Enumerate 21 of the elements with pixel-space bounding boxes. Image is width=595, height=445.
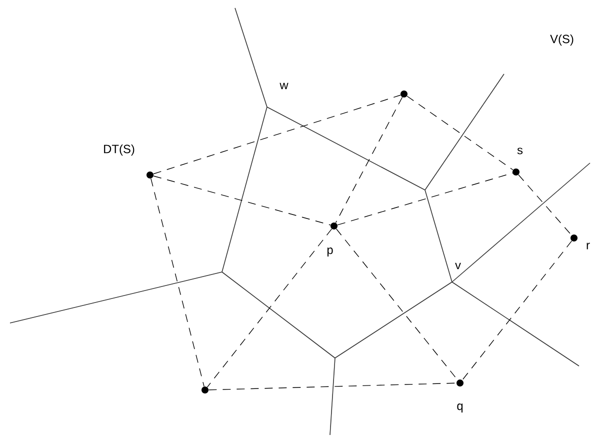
site-dot — [146, 172, 154, 178]
dashed-line — [208, 382, 457, 390]
site-label: q — [457, 404, 463, 412]
dashed-line — [335, 96, 403, 224]
point-label: DT(S) — [104, 144, 134, 156]
dashed-line — [153, 94, 401, 174]
dashed-line — [337, 172, 513, 226]
point-label: V(S) — [550, 34, 574, 46]
dashed-line — [518, 174, 572, 236]
dashed-line — [150, 178, 204, 387]
dashed-line — [462, 240, 572, 380]
site-label: p — [327, 248, 333, 256]
point-label: w — [280, 82, 288, 90]
site-label: r — [586, 242, 590, 250]
dashed-line — [206, 228, 332, 388]
dashed-line — [406, 96, 514, 170]
point-label: v — [455, 262, 461, 270]
site-label: s — [517, 148, 523, 154]
site-dot — [400, 90, 408, 98]
site-dot — [202, 386, 208, 394]
dashed-line — [153, 176, 331, 226]
